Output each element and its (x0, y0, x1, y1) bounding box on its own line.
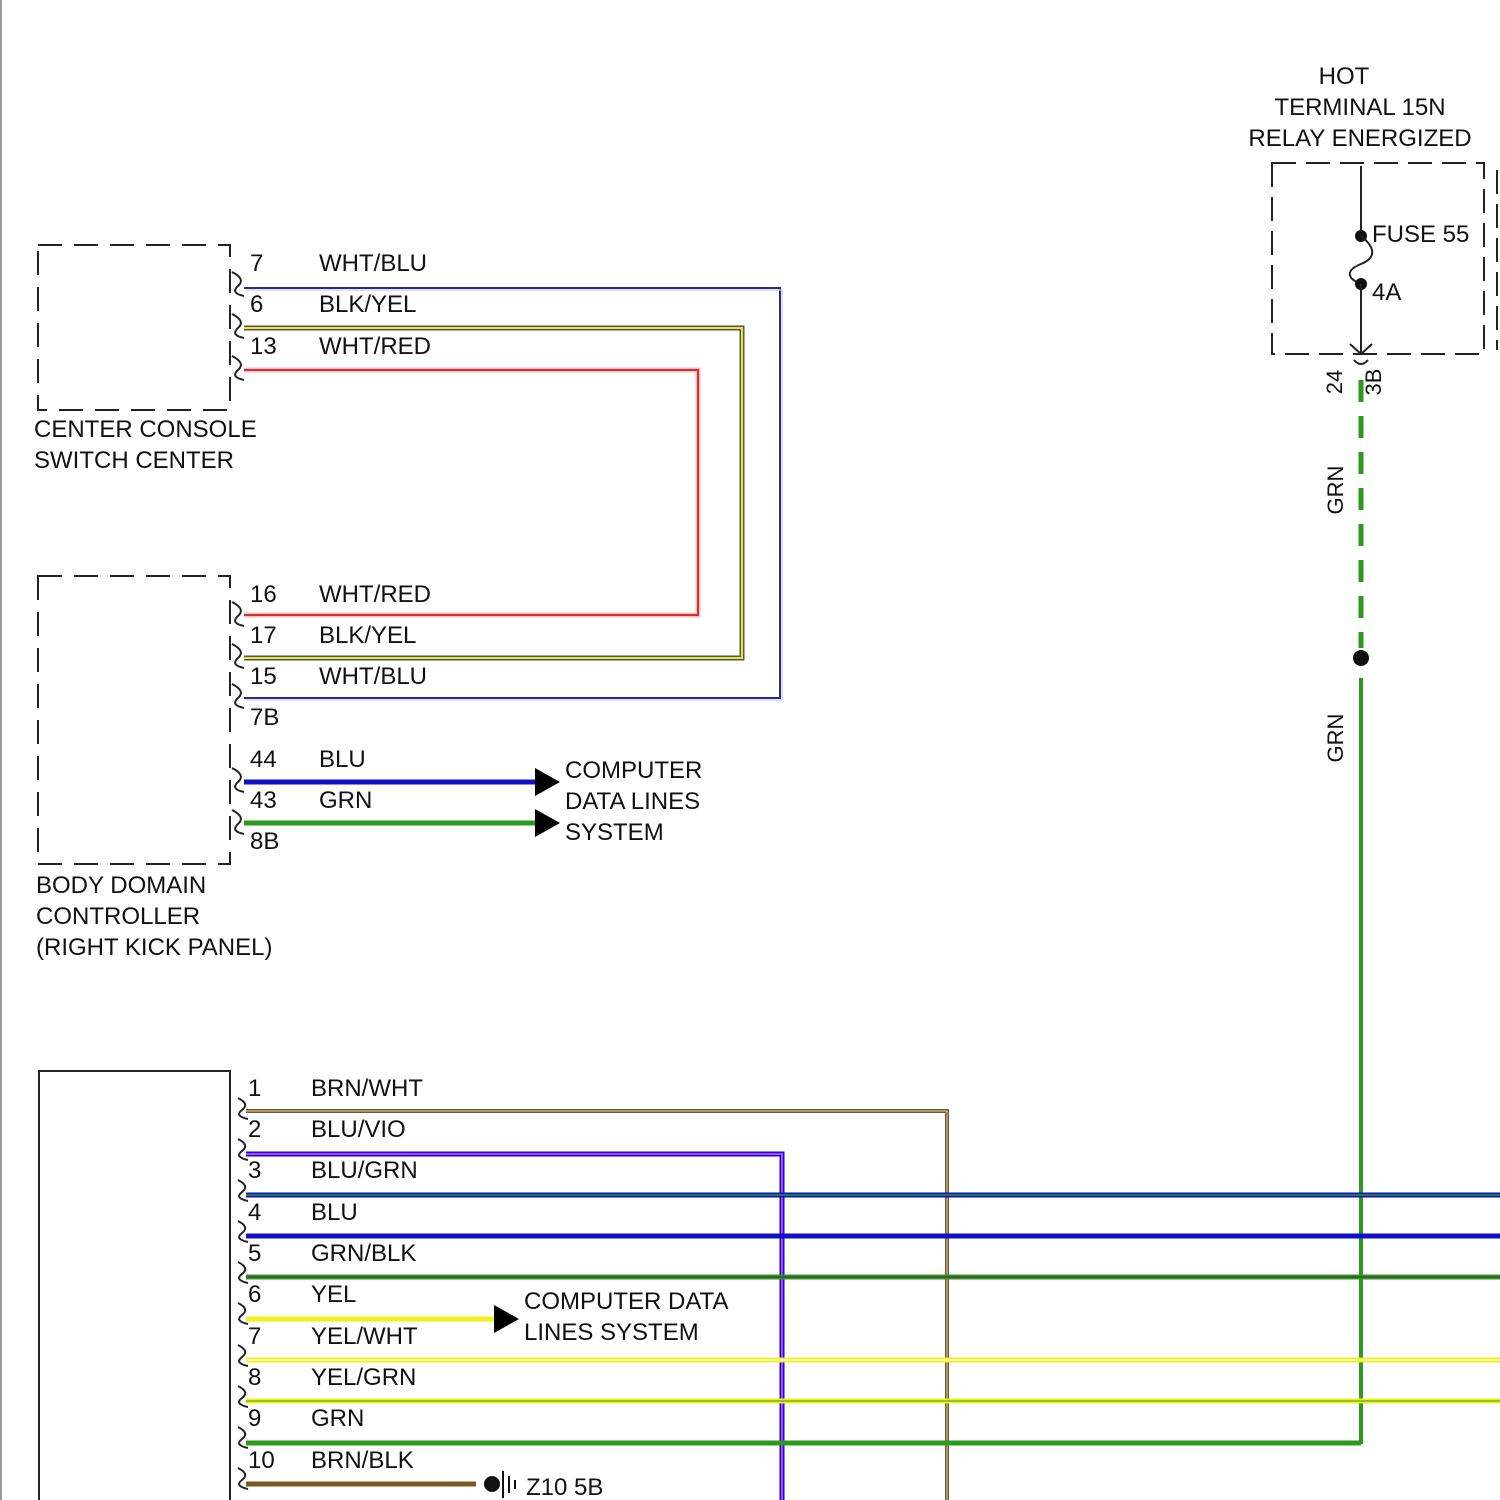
fuse-block: HOT TERMINAL 15N RELAY ENERGIZED FUSE 55… (1248, 63, 1497, 395)
arrow-icon (494, 1305, 519, 1333)
center-console-switch-center: CENTER CONSOLE SWITCH CENTER 7 WHT/BLU 6… (34, 245, 431, 474)
pin-bracket (232, 314, 244, 338)
wire-blk-yel (244, 328, 742, 658)
wire-wht-red-stripe (244, 370, 698, 615)
ground-label: Z10 5B (526, 1474, 603, 1500)
wire-color-label: YEL (311, 1281, 356, 1308)
wire-color-label: BLU (311, 1199, 358, 1226)
wire-color-label: WHT/BLU (319, 250, 427, 277)
cdl2-line2: LINES SYSTEM (524, 1319, 699, 1346)
pin-number: 6 (250, 291, 263, 318)
pin-number: 4 (248, 1199, 261, 1226)
wire-color-label: BLK/YEL (319, 291, 416, 318)
pin-number: 43 (250, 787, 277, 814)
fuse-box-outline (1272, 163, 1484, 354)
cdl2-line1: COMPUTER DATA (524, 1288, 728, 1315)
pin-bracket (232, 810, 244, 834)
wire-color-label: BLU/VIO (311, 1116, 406, 1143)
grn-wire-label-top: GRN (1323, 466, 1348, 515)
grn-wire-label-bottom: GRN (1323, 714, 1348, 763)
arrow-icon (535, 768, 560, 796)
pin-number: 44 (250, 746, 277, 773)
wire-color-label: WHT/RED (319, 581, 431, 608)
fuse-name: FUSE 55 (1372, 221, 1469, 248)
pin-number: 9 (248, 1405, 261, 1432)
pin-number: 16 (250, 581, 277, 608)
wire-color-label: BLU (319, 746, 366, 773)
ground-icon (484, 1476, 500, 1492)
fuse-pin-right: 3B (1361, 369, 1386, 396)
wire-blk-yel-stripe (244, 328, 742, 658)
cdl1-line2: DATA LINES (565, 788, 700, 815)
bdc-name-line1: BODY DOMAIN (36, 872, 206, 899)
pin-number: 6 (248, 1281, 261, 1308)
wire-color-label: BRN/WHT (311, 1075, 423, 1102)
center-console-name-line2: SWITCH CENTER (34, 447, 234, 474)
pin-number: 15 (250, 663, 277, 690)
pin-number: 7 (248, 1323, 261, 1350)
pin-number: 7 (250, 250, 263, 277)
pin-bracket (232, 684, 244, 708)
splice-point (1353, 650, 1369, 666)
pin-bracket (232, 272, 244, 296)
hot-label-line1: HOT (1319, 63, 1370, 90)
fuse-pin-left: 24 (1322, 370, 1347, 394)
fuse-connector-cup (1354, 360, 1368, 364)
fuse-symbol (1350, 236, 1373, 284)
wire-wht-red (244, 370, 698, 615)
pin-number: 2 (248, 1116, 261, 1143)
cdl1-line1: COMPUTER (565, 757, 702, 784)
pin-number: 10 (248, 1447, 275, 1474)
wire-color-label: YEL/WHT (311, 1323, 418, 1350)
wire-color-label: YEL/GRN (311, 1364, 416, 1391)
center-console-name-line1: CENTER CONSOLE (34, 416, 257, 443)
pin-number: 1 (248, 1075, 261, 1102)
pin-number: 13 (250, 333, 277, 360)
bdc-outline (38, 576, 230, 864)
ground-symbol: Z10 5B (484, 1471, 603, 1500)
wire-color-label: WHT/RED (319, 333, 431, 360)
wire-color-label: GRN/BLK (311, 1240, 416, 1267)
pin-number: 3 (248, 1157, 261, 1184)
hot-label-line2: TERMINAL 15N (1274, 94, 1445, 121)
bottom-module-outline (39, 1071, 230, 1500)
pin-number: 5 (248, 1240, 261, 1267)
connector-id: 7B (250, 704, 279, 731)
wire-color-label: GRN (319, 787, 372, 814)
pin-bracket (232, 602, 244, 626)
arrow-icon (535, 809, 560, 837)
bottom-pin-brackets (238, 1098, 248, 1489)
pin-number: 8 (248, 1364, 261, 1391)
fuse-rating: 4A (1372, 279, 1401, 306)
bottom-module: 1 BRN/WHT 2 BLU/VIO 3 BLU/GRN 4 BLU 5 GR… (39, 1071, 423, 1500)
bdc-name-line3: (RIGHT KICK PANEL) (36, 934, 272, 961)
hot-label-line3: RELAY ENERGIZED (1248, 125, 1471, 152)
wire-color-label: BLK/YEL (319, 622, 416, 649)
pin-bracket (232, 644, 244, 668)
pin-bracket (232, 356, 244, 380)
bdc-name-line2: CONTROLLER (36, 903, 200, 930)
wire-color-label: WHT/BLU (319, 663, 427, 690)
wire-color-label: BRN/BLK (311, 1447, 414, 1474)
center-console-outline (38, 245, 230, 410)
wire-color-label: GRN (311, 1405, 364, 1432)
cdl1-line3: SYSTEM (565, 819, 664, 846)
pin-bracket (232, 768, 244, 792)
wire-color-label: BLU/GRN (311, 1157, 418, 1184)
connector-id: 8B (250, 828, 279, 855)
body-domain-controller: BODY DOMAIN CONTROLLER (RIGHT KICK PANEL… (36, 576, 431, 961)
pin-number: 17 (250, 622, 277, 649)
